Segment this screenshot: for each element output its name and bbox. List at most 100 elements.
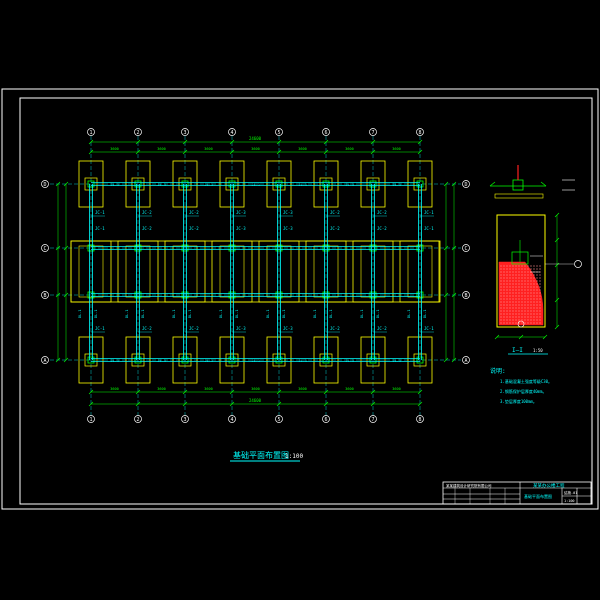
axis-bubble — [134, 415, 142, 423]
section-rebar-dot — [530, 319, 532, 321]
section-rebar-dot — [500, 319, 502, 321]
column — [181, 291, 189, 299]
section-rebar-dot — [500, 301, 502, 303]
section-rebar-dot — [503, 301, 505, 303]
section-rebar-dot — [524, 289, 526, 291]
strip-footing-step — [219, 245, 245, 298]
section-rebar-dot — [515, 283, 517, 285]
tie-tag: DL-1 — [219, 310, 223, 318]
section-rebar-dot — [524, 265, 526, 267]
dimension-total: 24600 — [249, 136, 262, 141]
column — [87, 244, 95, 252]
section-rebar-dot — [512, 313, 514, 315]
section-rebar-dot — [530, 274, 532, 276]
dimension-tick — [182, 401, 188, 407]
section-rebar-dot — [503, 265, 505, 267]
section-rebar-dot — [506, 319, 508, 321]
section-dim-tick — [554, 324, 560, 330]
section-rebar-dot — [503, 319, 505, 321]
isolated-footing — [360, 336, 386, 384]
section-rebar-dot — [536, 301, 538, 303]
footing-tag: JC-2 — [142, 326, 152, 331]
section-rebar-dot — [500, 289, 502, 291]
section-rebar-dot — [530, 307, 532, 309]
section-rebar-dot — [503, 316, 505, 318]
section-rebar-dot — [518, 280, 520, 282]
section-rebar-dot — [512, 316, 514, 318]
section-rebar-dot — [512, 283, 514, 285]
section-dim-tick — [554, 297, 560, 303]
section-rebar-dot — [530, 298, 532, 300]
section-rebar-dot — [539, 319, 541, 321]
footing-tag: JC-2 — [377, 226, 387, 231]
footing-step — [366, 177, 380, 191]
dimension-tick — [88, 149, 94, 155]
section-rebar-dot — [506, 307, 508, 309]
section-rebar-dot — [527, 271, 529, 273]
tie-tag: DL-1 — [141, 310, 145, 318]
dimension-bay: 3600 — [251, 387, 259, 391]
section-rebar-dot — [509, 310, 511, 312]
section-rebar-dot — [527, 298, 529, 300]
section-rebar-dot — [524, 313, 526, 315]
dimension-tick — [417, 389, 423, 395]
axis-bubble — [462, 244, 470, 252]
section-rebar-dot — [506, 268, 508, 270]
dimension-tick — [417, 139, 423, 145]
axis-bubble — [416, 128, 424, 136]
dimension-tick — [276, 389, 282, 395]
column — [416, 180, 424, 188]
section-scale: 1:50 — [533, 348, 543, 353]
dimension-tick — [323, 401, 329, 407]
axis-bubble — [275, 128, 283, 136]
dimension-tick — [451, 245, 457, 251]
section-rebar-dot — [533, 289, 535, 291]
section-rebar-dot — [530, 310, 532, 312]
section-rebar-dot — [500, 268, 502, 270]
section-rebar-dot — [509, 319, 511, 321]
dimension-tick — [443, 181, 449, 187]
section-rebar-dot — [524, 310, 526, 312]
section-rebar-dot — [521, 277, 523, 279]
column — [134, 291, 142, 299]
axis-bubble-label: 8 — [418, 417, 421, 423]
column — [134, 180, 142, 188]
section-rebar-dot — [527, 310, 529, 312]
section-rebar-dot — [515, 277, 517, 279]
axis-bubble — [228, 128, 236, 136]
section-rebar-dot — [530, 295, 532, 297]
section-rebar-dot — [515, 307, 517, 309]
column — [322, 180, 330, 188]
section-rebar-dot — [512, 322, 514, 324]
tie-tag: DL-1 — [125, 310, 129, 318]
tie-tag: DL-1 — [94, 310, 98, 318]
dimension-tick — [135, 139, 141, 145]
isolated-footing — [219, 160, 245, 208]
section-rebar-dot — [515, 322, 517, 324]
dimension-tick — [276, 139, 282, 145]
section-rebar-dot — [521, 313, 523, 315]
section-rebar-dot — [512, 280, 514, 282]
tie-tag: DL-1 — [172, 310, 176, 318]
section-rebar-dot — [521, 268, 523, 270]
dimension-bay: 3600 — [204, 147, 212, 151]
dimension-tick — [182, 149, 188, 155]
section-rebar-dot — [503, 274, 505, 276]
footing-step — [413, 353, 427, 367]
footing-tag: JC-3 — [236, 210, 246, 215]
footing-tag: JC-1 — [424, 326, 434, 331]
section-rebar-dot — [512, 319, 514, 321]
section-rebar-dot — [524, 322, 526, 324]
section-rebar-dot — [515, 316, 517, 318]
dimension-tick — [370, 401, 376, 407]
section-rebar-dot — [509, 265, 511, 267]
strip-footing-step — [407, 245, 433, 298]
dimension-tick — [135, 149, 141, 155]
axis-bubble — [228, 415, 236, 423]
column — [275, 244, 283, 252]
section-rebar-dot — [509, 301, 511, 303]
section-rebar-dot — [536, 319, 538, 321]
section-rebar-dot — [518, 316, 520, 318]
section-rebar-dot — [524, 307, 526, 309]
title-block-sheet: 基础平面布置图 — [524, 493, 552, 499]
